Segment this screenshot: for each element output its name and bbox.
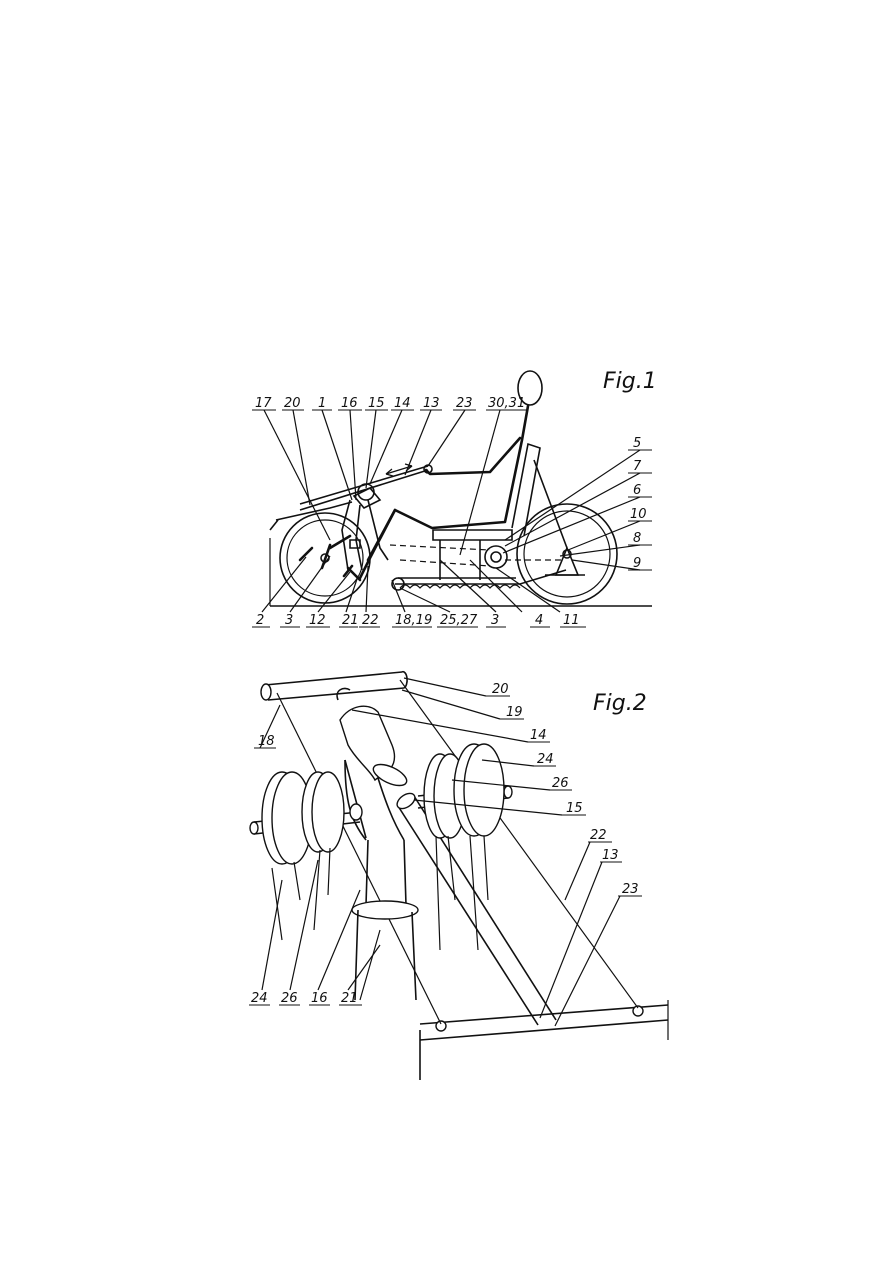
fig2-label: 16: [311, 991, 328, 1006]
seat-back: [511, 442, 541, 537]
handlebar-20: [275, 501, 353, 521]
rider-head: [517, 370, 543, 406]
fig2-label: 24: [251, 991, 268, 1006]
rider-body-leg: [366, 404, 530, 562]
fig1-label: 20: [284, 396, 301, 411]
fig1-label: 25,27: [440, 613, 478, 628]
fig1-label: 18,19: [395, 613, 432, 628]
seat-pan: [432, 529, 513, 541]
rear-dropout: [554, 545, 580, 576]
fig1-label: 22: [362, 613, 379, 628]
fig1-label: 9: [633, 556, 641, 571]
fig1-label: 15: [368, 396, 385, 411]
fig1-label: 4: [535, 613, 543, 628]
fig2-label: 19: [506, 705, 523, 720]
cable-18: [276, 692, 442, 1025]
fig1-label: 16: [341, 396, 358, 411]
fig1-labels: 17 20 1 16 15 14 13 23 30,31 5 7 6 10: [252, 396, 652, 628]
fig1-label: 8: [633, 531, 641, 546]
fig1-label: 3: [491, 613, 499, 628]
fig2-label: 26: [281, 991, 298, 1006]
fig1-leader-lines: [261, 409, 641, 613]
fig2-label: 18: [258, 734, 275, 749]
fig2-label: 23: [622, 882, 639, 897]
fig2-label: 22: [590, 828, 607, 843]
fig1-label: 17: [255, 396, 272, 411]
figure-2: Fig.2: [249, 670, 669, 1080]
right-pulleys-24-26: [417, 743, 513, 951]
fig1-label: 6: [633, 483, 641, 498]
fig2-label: 13: [602, 848, 619, 863]
fig2-label: 20: [492, 682, 509, 697]
lever-13: [396, 792, 557, 1026]
fig1-label: 5: [633, 436, 641, 451]
fig2-labels: 20 19 14 24 26 15 22 13 23 18 24 26 16: [249, 682, 642, 1006]
fig2-label: 14: [530, 728, 547, 743]
fig2-label: 15: [566, 801, 583, 816]
figure-1: Fig.1: [252, 369, 657, 628]
fig1-label: 23: [456, 396, 473, 411]
figure-2-title: Fig.2: [593, 691, 647, 716]
cable-21: [359, 929, 381, 1001]
chain-lower: [399, 584, 521, 589]
cables-17: [298, 534, 352, 570]
fig1-label: 13: [423, 396, 440, 411]
fig2-label: 21: [341, 991, 358, 1006]
lever-13: [299, 469, 429, 511]
rear-drive-sprocket: [484, 545, 508, 569]
left-pulleys-24-26: [249, 771, 363, 941]
fig1-label: 30,31: [488, 396, 525, 411]
idler-sprocket: [391, 577, 405, 591]
pedal-12: [342, 564, 362, 582]
frame-tube-15: [367, 499, 389, 561]
rider-lower-leg: [358, 508, 397, 580]
fig1-label: 3: [285, 613, 293, 628]
fig1-label: 7: [633, 459, 642, 474]
figure-1-title: Fig.1: [603, 369, 657, 394]
bottom-frame-bar: [419, 1000, 669, 1080]
fig2-leader-lines: [259, 677, 621, 1027]
fig2-label: 24: [537, 752, 554, 767]
fig1-label: 1: [318, 396, 326, 411]
fig1-label: 14: [394, 396, 411, 411]
rear-wheel: [516, 503, 618, 605]
fig1-label: 11: [563, 613, 580, 628]
fork-16: [341, 499, 363, 571]
cable-22: [399, 679, 639, 1009]
fig1-label: 2: [256, 613, 264, 628]
top-bar-20: [260, 670, 408, 701]
fig1-label: 10: [630, 507, 647, 522]
seat-stay: [533, 459, 568, 549]
fig2-label: 26: [552, 776, 569, 791]
fig1-label: 12: [309, 613, 326, 628]
rider-arm: [424, 436, 522, 476]
fig1-label: 21: [342, 613, 359, 628]
bent-tube-14: [336, 687, 408, 841]
